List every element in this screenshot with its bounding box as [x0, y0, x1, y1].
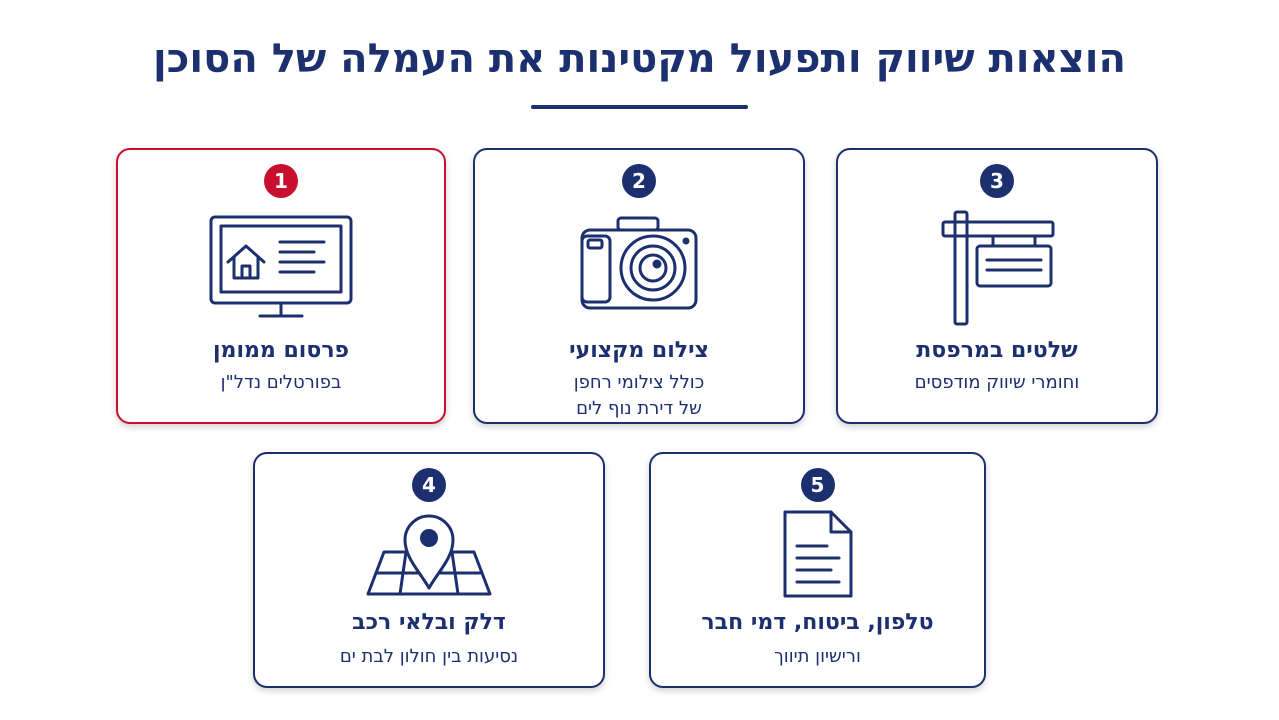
- expense-card-advertising: 1 פרסום ממומן בפורטלים נדל"ן: [116, 148, 446, 424]
- card-subtitle: נסיעות בין חולון לבת ים: [339, 646, 519, 667]
- card-subtitle: בפורטלים נדל"ן: [220, 372, 342, 393]
- hanging-sign-icon: [941, 210, 1055, 326]
- camera-icon: [580, 216, 698, 310]
- card-subtitle: ורישיון תיווך: [774, 646, 861, 667]
- card-title: פרסום ממומן: [212, 338, 350, 363]
- card-title: צילום מקצועי: [569, 338, 709, 363]
- map-pin-icon: [366, 514, 492, 596]
- step-badge-4: 4: [412, 468, 446, 502]
- card-subtitle-line1: כולל צילומי רחפן: [573, 372, 705, 393]
- card-subtitle-line2: של דירת נוף לים: [576, 398, 702, 419]
- document-icon: [783, 510, 852, 598]
- card-subtitle: וחומרי שיווק מודפסים: [914, 372, 1080, 393]
- title-underline: [531, 105, 748, 109]
- card-title: טלפון, ביטוח, דמי חבר: [701, 610, 934, 635]
- card-title: שלטים במרפסת: [916, 338, 1078, 363]
- page-title: הוצאות שיווק ותפעול מקטינות את העמלה של …: [153, 36, 1126, 82]
- card-title: דלק ובלאי רכב: [352, 610, 506, 635]
- step-badge-2: 2: [622, 164, 656, 198]
- expense-card-photography: 2 צילום מקצועי כולל צילומי רחפן של דירת …: [473, 148, 805, 424]
- step-badge-1: 1: [264, 164, 298, 198]
- expense-card-signs: 3 שלטים במרפסת וחומרי שיווק מודפסים: [836, 148, 1158, 424]
- step-badge-5: 5: [800, 468, 835, 502]
- expense-card-phone-insurance: 5 טלפון, ביטוח, דמי חבר ורישיון תיווך: [649, 452, 986, 688]
- computer-house-icon: [209, 215, 353, 318]
- expense-card-fuel: 4 דלק ובלאי רכב נסיעות בין חולון לבת ים: [253, 452, 605, 688]
- step-badge-3: 3: [980, 164, 1014, 198]
